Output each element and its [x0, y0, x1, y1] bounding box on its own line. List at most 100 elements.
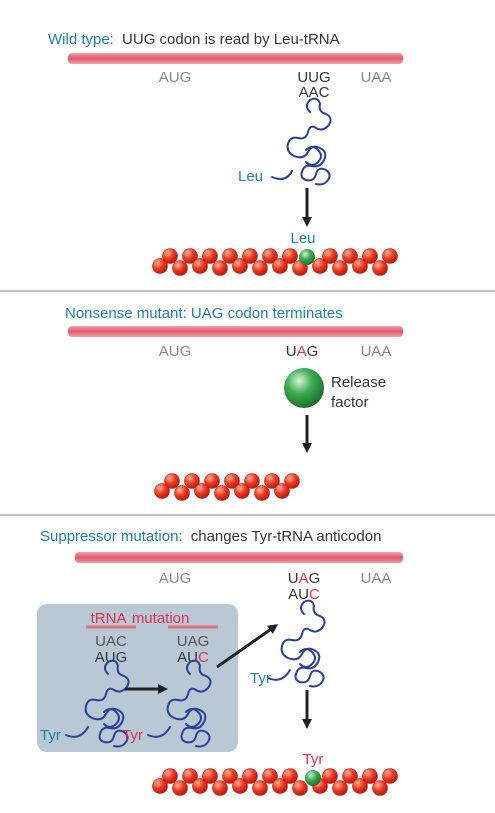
amino-acid-bead: [372, 780, 388, 796]
panel1-trna-label: Leu: [238, 168, 263, 185]
panel3-anticodon-2: C: [309, 586, 320, 603]
amino-acid-bead: [342, 768, 358, 784]
amino-acid-bead: [162, 248, 178, 264]
amino-acid-bead: [204, 473, 220, 489]
amino-acid-bead: [154, 483, 170, 499]
panel3-anticodon: AUC: [288, 586, 320, 603]
amino-acid-bead: [202, 248, 218, 264]
tyr-label-right: Tyr: [250, 670, 271, 687]
tyr-label-middle: Tyr: [122, 727, 143, 744]
box-right-anticodon-2: C: [198, 649, 209, 666]
panel3-codon-2: A: [299, 570, 309, 587]
panel1-heading-rest: UUG codon is read by Leu-tRNA: [122, 31, 340, 48]
mrna-strand-1: [68, 53, 403, 64]
box-left-anticodon: AUG: [95, 649, 128, 666]
amino-acid-bead: [164, 473, 180, 489]
amino-acid-bead: [232, 778, 248, 794]
amino-acid-bead: [232, 258, 248, 274]
amino-acid-bead: [214, 485, 230, 501]
box-title: tRNA mutation: [91, 610, 190, 627]
panel3-codon-1: U: [288, 570, 299, 587]
amino-acid-bead: [152, 778, 168, 794]
amino-acid-bead: [272, 258, 288, 274]
amino-acid-bead: [162, 768, 178, 784]
amino-acid-bead: [372, 260, 388, 276]
leu-amino-acid-bead: [299, 249, 315, 265]
amino-acid-bead: [184, 473, 200, 489]
tyr-trna-suppressor-tail: [267, 669, 291, 681]
panel1-bead-label: Leu: [290, 230, 315, 247]
box-title-1: tRNA: [91, 610, 127, 627]
panel2-start-codon: AUG: [159, 343, 192, 360]
panel1-heading: Wild type: UUG codon is read by Leu-tRNA: [48, 31, 340, 48]
release-factor-sphere: [284, 368, 324, 408]
amino-acid-bead: [264, 473, 280, 489]
panel3-heading-prefix: Suppressor mutation:: [40, 528, 183, 545]
box-right-anticodon: AUC: [177, 649, 209, 666]
amino-acid-bead: [382, 248, 398, 264]
amino-acid-bead: [362, 768, 378, 784]
amino-acid-bead: [222, 248, 238, 264]
amino-acid-bead: [322, 248, 338, 264]
amino-acid-bead: [322, 768, 338, 784]
panel1-codon: UUG: [297, 69, 330, 86]
amino-acid-bead: [174, 485, 190, 501]
panel2-codon-3: G: [307, 343, 319, 360]
amino-acid-bead: [242, 248, 258, 264]
amino-acid-bead: [152, 258, 168, 274]
tyr-trna-mutant-tail: [147, 726, 171, 738]
panel1-start-codon: AUG: [159, 69, 192, 86]
box-title-2: mutation: [132, 610, 190, 627]
panel3-bead-label: Tyr: [303, 751, 324, 768]
amino-acid-bead: [192, 258, 208, 274]
amino-acid-bead: [242, 768, 258, 784]
panel1-stop-codon: UAA: [361, 69, 392, 86]
panel-nonsense-mutant: Nonsense mutant: UAG codon terminates AU…: [65, 305, 403, 501]
tyr-label-left: Tyr: [40, 727, 61, 744]
panel3-codon-3: G: [309, 570, 321, 587]
panel-wild-type: Wild type: UUG codon is read by Leu-tRNA…: [48, 31, 403, 276]
amino-acid-bead: [254, 485, 270, 501]
amino-acid-bead: [352, 778, 368, 794]
amino-acid-bead: [212, 260, 228, 276]
amino-acid-bead: [202, 768, 218, 784]
amino-acid-bead: [332, 260, 348, 276]
panel2-stop-codon: UAA: [361, 343, 392, 360]
amino-acid-bead: [244, 473, 260, 489]
amino-acid-bead: [274, 483, 290, 499]
panel3-stop-codon: UAA: [361, 570, 392, 587]
box-left-codon: UAC: [95, 633, 127, 650]
panel3-anticodon-1: AU: [288, 586, 309, 603]
panel-suppressor-mutation: Suppressor mutation: changes Tyr-tRNA an…: [37, 528, 403, 796]
diagonal-arrow: [216, 624, 279, 669]
panel2-codon-1: U: [286, 343, 297, 360]
mrna-strand-3: [75, 552, 403, 563]
panel1-heading-prefix: Wild type:: [48, 31, 114, 48]
polypeptide-chain-1: [152, 248, 398, 276]
amino-acid-bead: [272, 778, 288, 794]
amino-acid-bead: [182, 768, 198, 784]
amino-acid-bead: [312, 258, 328, 274]
panel1-anticodon: AAC: [299, 84, 330, 101]
mrna-strand-2: [68, 326, 403, 337]
amino-acid-bead: [192, 778, 208, 794]
amino-acid-bead: [284, 473, 300, 489]
panel2-codon: UAG: [286, 343, 319, 360]
amino-acid-bead: [252, 260, 268, 276]
amino-acid-bead: [262, 248, 278, 264]
polypeptide-chain-3: [152, 768, 398, 796]
amino-acid-bead: [224, 473, 240, 489]
amino-acid-bead: [382, 768, 398, 784]
panel2-heading: Nonsense mutant: UAG codon terminates: [65, 305, 343, 322]
amino-acid-bead: [234, 483, 250, 499]
amino-acid-bead: [212, 780, 228, 796]
amino-acid-bead: [282, 248, 298, 264]
amino-acid-bead: [182, 248, 198, 264]
panel3-heading-rest: changes Tyr-tRNA anticodon: [191, 528, 382, 545]
tyr-trna-original-tail: [65, 726, 89, 738]
polypeptide-chain-2: [154, 473, 300, 501]
amino-acid-bead: [172, 260, 188, 276]
amino-acid-bead: [342, 248, 358, 264]
amino-acid-bead: [352, 258, 368, 274]
